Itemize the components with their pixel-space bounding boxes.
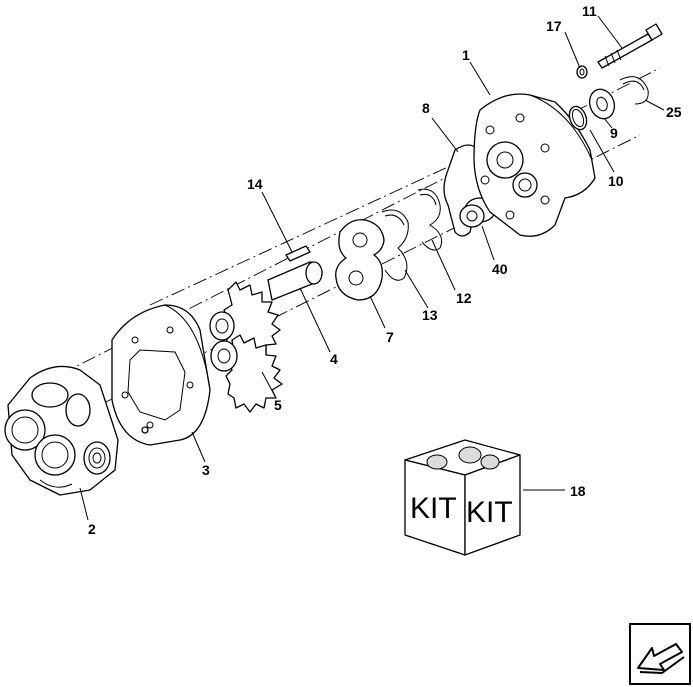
o-ring-part[interactable] <box>566 104 589 132</box>
callout-12: 12 <box>456 290 472 306</box>
callout-14: 14 <box>247 176 263 192</box>
callout-5: 5 <box>274 397 282 413</box>
leader-lines <box>79 15 665 521</box>
seal-kit-box[interactable]: KIT KIT <box>404 439 521 556</box>
callout-3: 3 <box>202 462 210 478</box>
callout-8: 8 <box>422 100 430 116</box>
callout-2: 2 <box>88 521 96 537</box>
callout-7: 7 <box>386 329 394 345</box>
callout-11: 11 <box>582 3 597 19</box>
callout-1: 1 <box>462 47 470 63</box>
snap-ring-part[interactable] <box>619 76 649 105</box>
back-navigation-button[interactable] <box>629 623 691 685</box>
lock-washer-part[interactable] <box>576 65 588 79</box>
callout-4: 4 <box>330 351 338 367</box>
bearing-block-part[interactable] <box>335 219 385 301</box>
callout-17: 17 <box>546 18 562 34</box>
callout-13: 13 <box>422 307 438 323</box>
callout-18: 18 <box>570 483 586 499</box>
bolt-part[interactable] <box>597 23 663 69</box>
callout-10: 10 <box>608 173 624 189</box>
kit-label-right: KIT <box>466 496 513 529</box>
callout-9: 9 <box>610 125 618 141</box>
seal-part[interactable] <box>381 209 409 281</box>
callout-25: 25 <box>666 104 682 120</box>
drive-shaft-part[interactable] <box>267 261 323 301</box>
kit-label-left: KIT <box>410 492 457 525</box>
shaft-key-part[interactable] <box>285 245 311 262</box>
callout-40: 40 <box>492 261 508 277</box>
backup-seal-part[interactable] <box>417 188 443 251</box>
washer-part[interactable] <box>586 86 619 122</box>
back-arrow-icon <box>637 643 685 675</box>
gear-pair-part[interactable] <box>209 281 283 413</box>
bushing-part[interactable] <box>459 197 496 228</box>
body-plate-part[interactable] <box>111 304 211 446</box>
rear-cover-part[interactable] <box>473 93 596 237</box>
callout-labels: 1 2 3 4 5 7 8 9 10 11 12 13 14 17 18 25 … <box>88 3 682 537</box>
front-housing-part[interactable] <box>4 365 119 496</box>
